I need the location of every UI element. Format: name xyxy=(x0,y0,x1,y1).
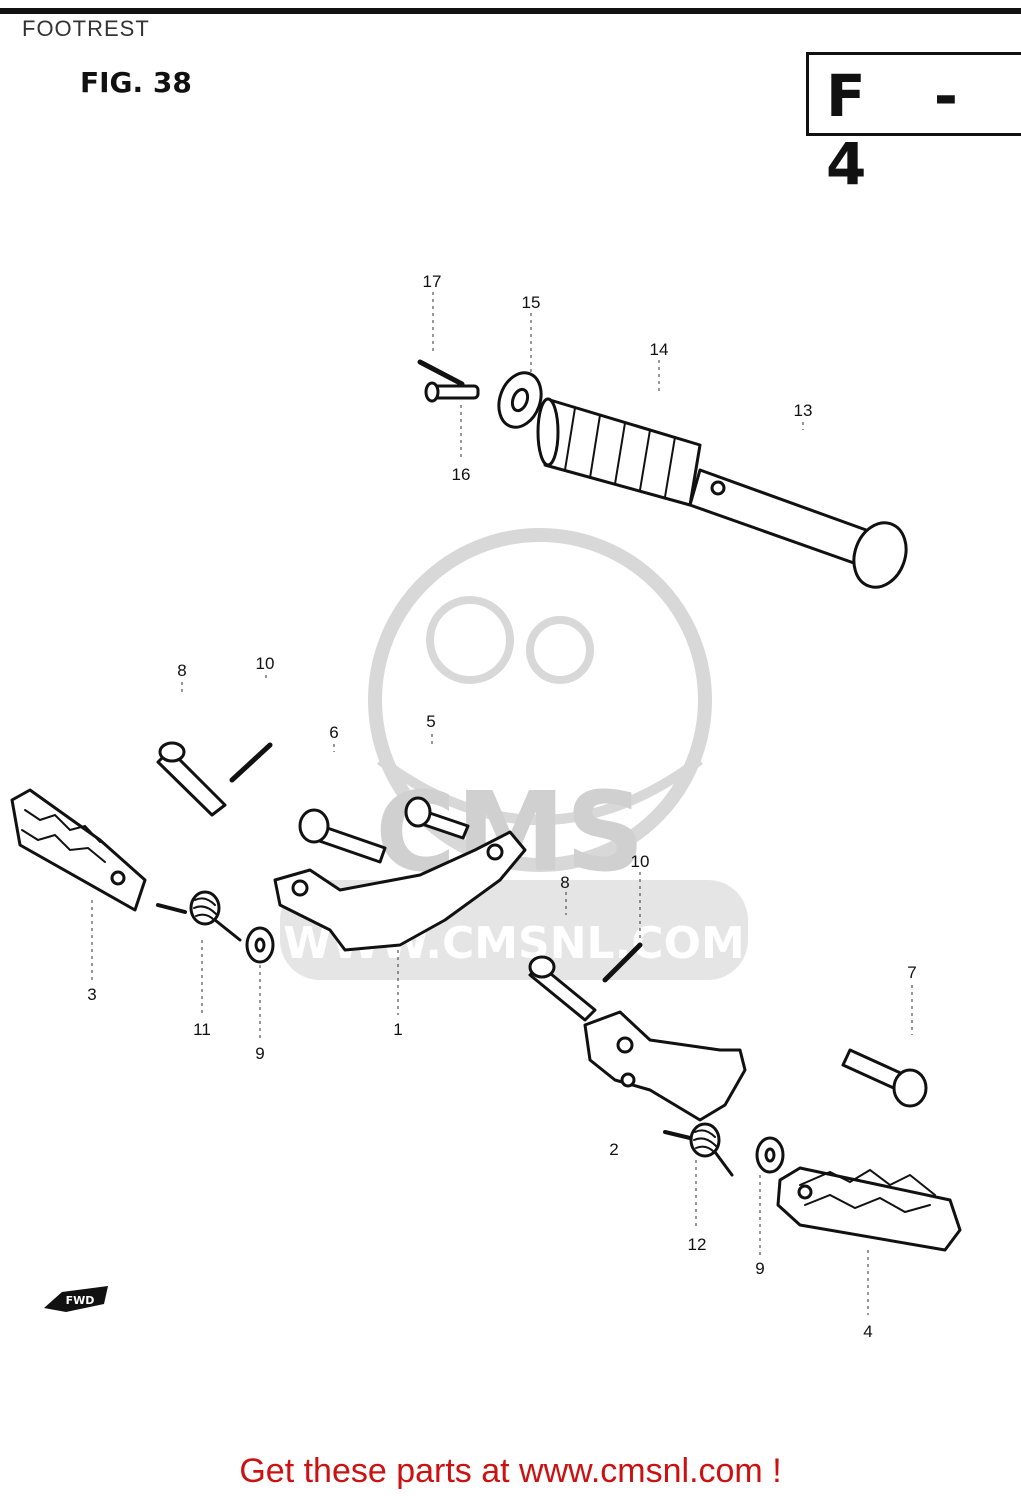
part-bolt-5[interactable] xyxy=(404,796,470,840)
part-cotter-pin-10-left[interactable] xyxy=(229,742,273,783)
callout-3: 3 xyxy=(87,985,96,1004)
callout-2: 2 xyxy=(609,1140,618,1159)
part-footrest-3[interactable] xyxy=(10,788,147,912)
callout-5: 5 xyxy=(426,712,435,731)
figure-number: FIG. 38 xyxy=(80,66,192,99)
part-footrest-4[interactable] xyxy=(776,1166,962,1252)
callout-11: 11 xyxy=(193,1020,211,1039)
callout-6: 6 xyxy=(329,723,338,742)
part-spring-12[interactable] xyxy=(663,1122,734,1177)
part-rubber-14[interactable] xyxy=(536,397,702,507)
callout-labels: 17 15 14 13 16 8 10 6 5 10 8 3 11 9 1 7 … xyxy=(87,272,916,1341)
part-footrest-bar-13[interactable] xyxy=(688,468,915,595)
section-code-label: F - 4 xyxy=(826,62,982,198)
callout-14: 14 xyxy=(650,340,669,359)
part-washer-9-right[interactable] xyxy=(755,1136,785,1174)
part-cotter-pin-10-right[interactable] xyxy=(602,942,643,983)
part-spring-11[interactable] xyxy=(156,890,242,942)
forward-direction-arrow-icon: FWD xyxy=(44,1286,108,1312)
callout-leader-lines xyxy=(91,292,913,1315)
callout-12: 12 xyxy=(688,1235,707,1254)
section-title: FOOTREST xyxy=(22,16,150,41)
part-bolt-6[interactable] xyxy=(298,808,387,864)
part-bracket-1[interactable] xyxy=(273,830,527,952)
callout-9-right: 9 xyxy=(755,1259,764,1278)
callout-8-right: 8 xyxy=(560,873,569,892)
callout-7: 7 xyxy=(907,963,916,982)
callout-1: 1 xyxy=(393,1020,402,1039)
callout-9-left: 9 xyxy=(255,1044,264,1063)
part-pin-8-right[interactable] xyxy=(528,955,597,1022)
part-cotter-pin-17[interactable] xyxy=(417,359,465,387)
callout-17: 17 xyxy=(423,272,442,291)
footer-promo-text[interactable]: Get these parts at www.cmsnl.com ! xyxy=(239,1452,782,1490)
callout-13: 13 xyxy=(794,401,813,420)
part-bolt-7[interactable] xyxy=(841,1048,928,1108)
part-bracket-2[interactable] xyxy=(583,1010,747,1122)
callout-16: 16 xyxy=(452,465,471,484)
forward-marker-text: FWD xyxy=(66,1294,95,1307)
callout-10-left: 10 xyxy=(256,654,275,673)
part-washer-9-left[interactable] xyxy=(245,926,275,964)
section-code-box xyxy=(806,52,1021,136)
callout-15: 15 xyxy=(522,293,541,312)
callout-8-left: 8 xyxy=(177,661,186,680)
part-washer-15[interactable] xyxy=(492,367,549,433)
top-border-bar xyxy=(0,8,1021,14)
callout-10-right: 10 xyxy=(631,852,650,871)
part-pin-8-left[interactable] xyxy=(156,741,227,817)
part-pin-16[interactable] xyxy=(424,381,480,403)
callout-4: 4 xyxy=(863,1322,872,1341)
